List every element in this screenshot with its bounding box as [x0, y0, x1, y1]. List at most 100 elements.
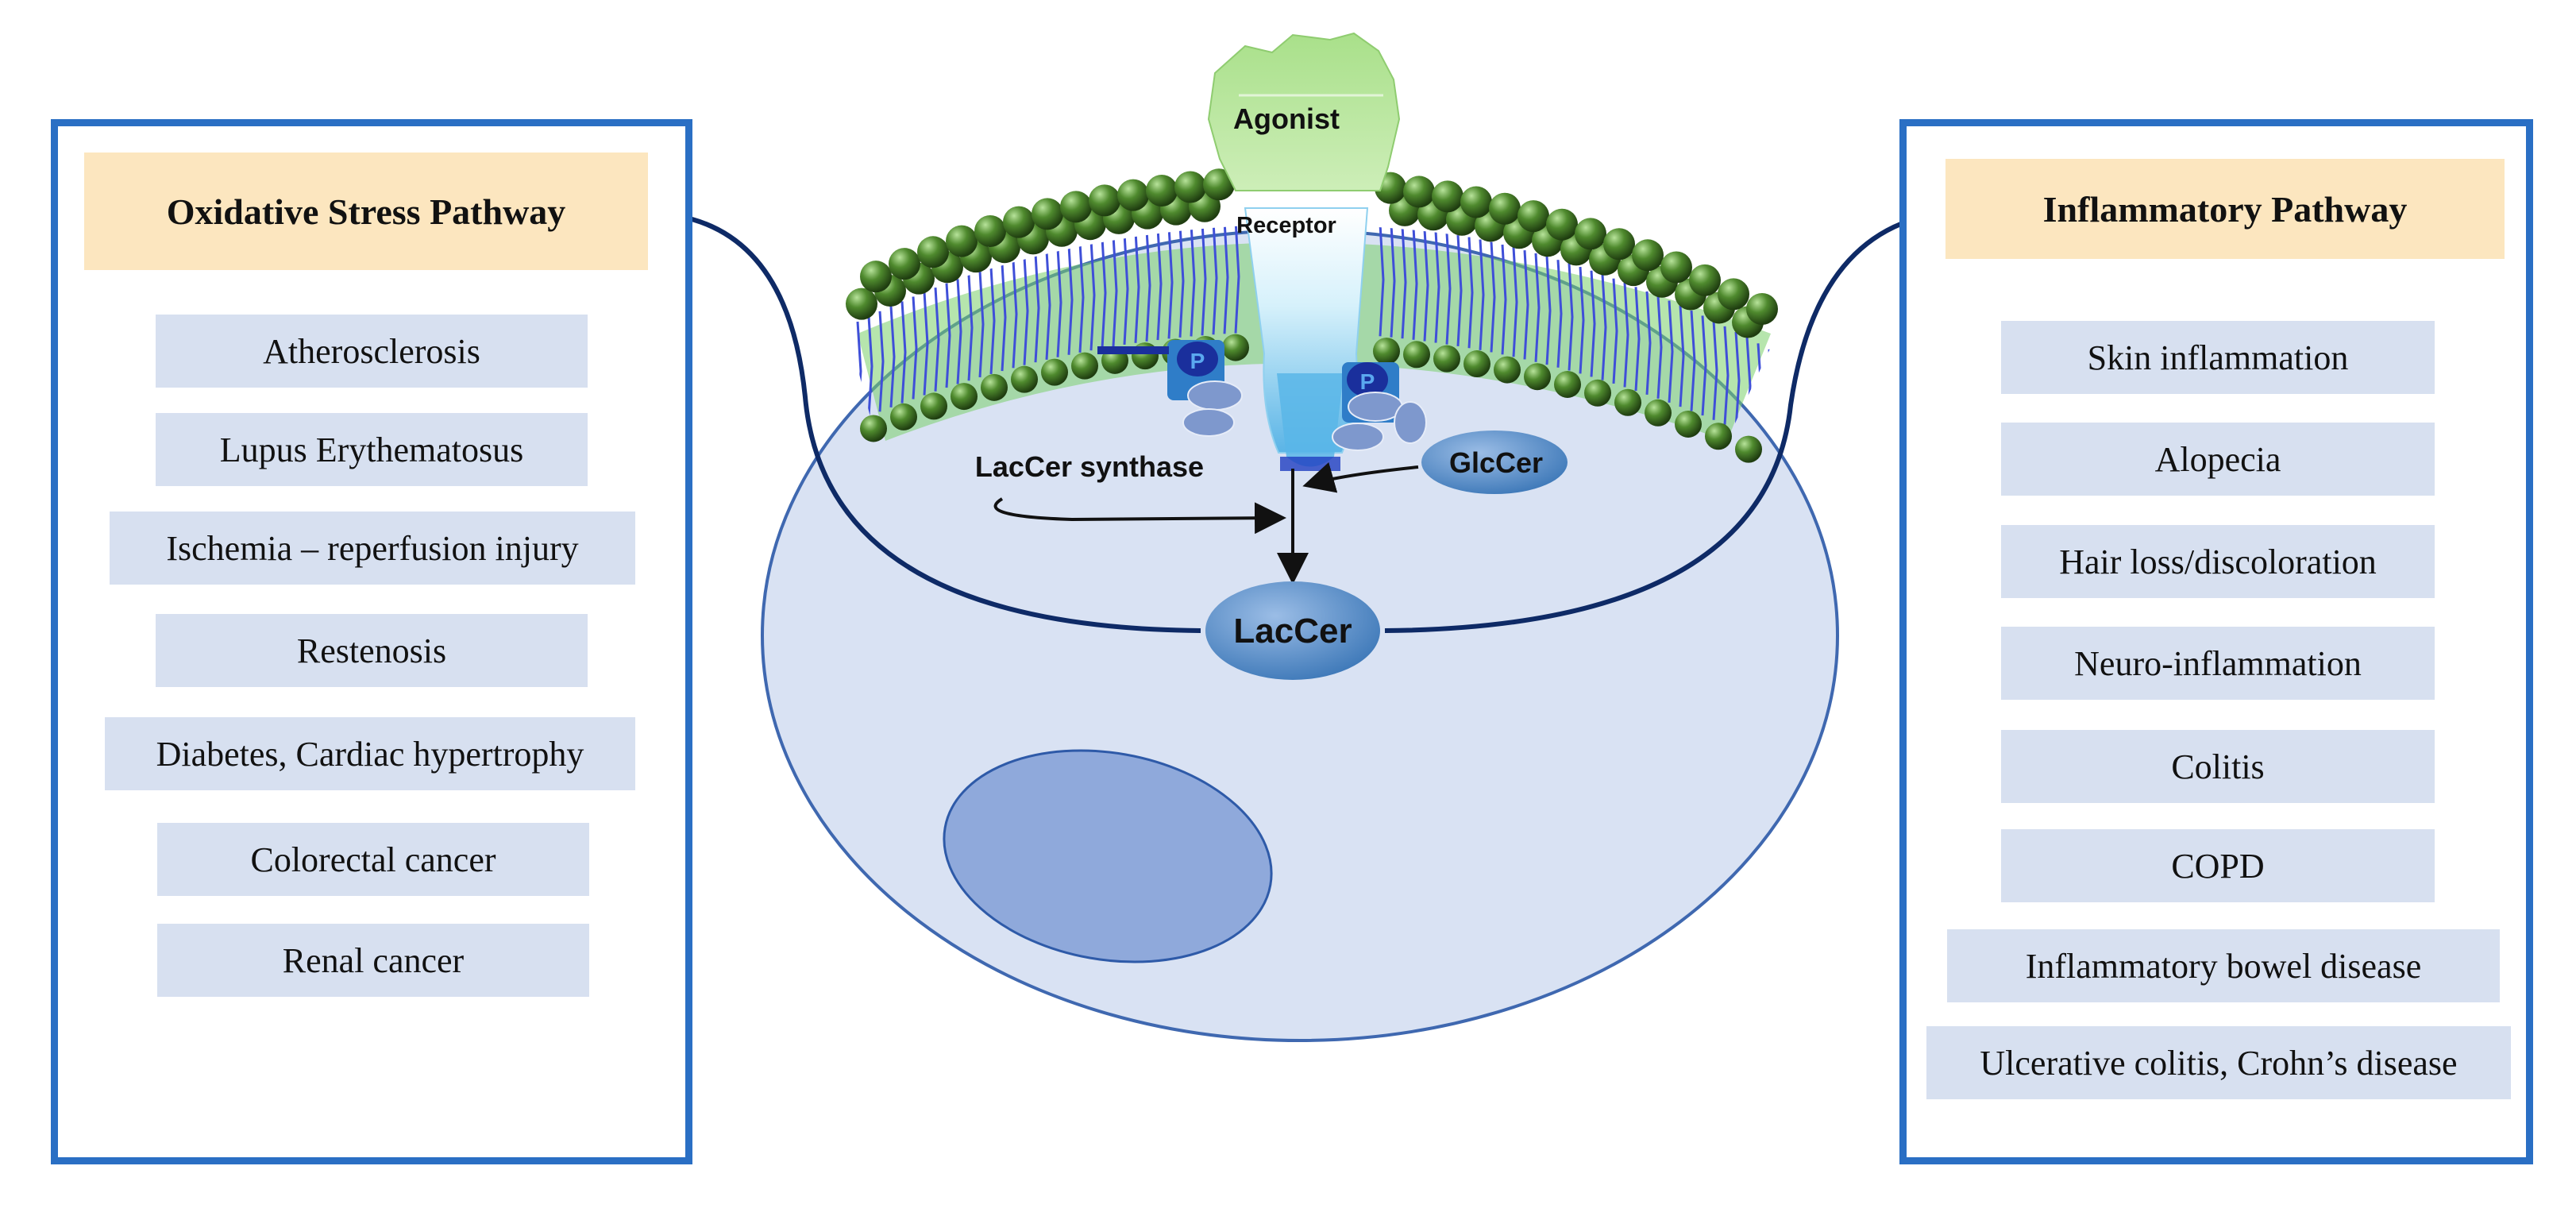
lipid-tail [1145, 229, 1151, 342]
lipid-head [1146, 174, 1178, 207]
agonist [1207, 32, 1401, 191]
disease-inflammatory-bowel-disease: Inflammatory bowel disease [1947, 929, 2500, 1002]
lipid-head [860, 415, 887, 442]
lipid-tail [900, 301, 907, 403]
lipid-tail [1178, 224, 1185, 338]
receptor-label: Receptor [1236, 213, 1336, 238]
lipid-head [890, 403, 917, 430]
lipid-head [946, 225, 978, 257]
lipid-tail [1490, 241, 1496, 353]
lipid-head [1494, 356, 1521, 384]
inflammatory-title: Inflammatory Pathway [1945, 159, 2505, 259]
lipid-tail [1568, 263, 1574, 371]
lipid-head [974, 215, 1006, 248]
lipid-tail [1645, 291, 1652, 395]
lipid-tail [1579, 266, 1585, 374]
lipid-head [1660, 251, 1692, 284]
disease-lupus-erythematosus: Lupus Erythematosus [156, 413, 588, 486]
disease-diabetes-cardiac-hypertrophy: Diabetes, Cardiac hypertrophy [105, 717, 635, 790]
lipid-tail [1479, 239, 1485, 350]
lipid-head [1689, 264, 1721, 296]
lipid-head [1718, 278, 1749, 311]
lipid-tail [1201, 224, 1207, 336]
lipid-head [1032, 198, 1063, 230]
lipid-tail [1045, 250, 1051, 360]
lipid-tail [1656, 295, 1663, 399]
lipid-tail [1634, 287, 1641, 392]
disease-skin-inflammation: Skin inflammation [2001, 321, 2435, 394]
lipid-tail [1668, 300, 1674, 403]
lipid-tail [967, 275, 974, 381]
lipid-tail [1445, 233, 1452, 345]
lipid-tail [1556, 260, 1563, 368]
lipid-head [951, 383, 978, 411]
synthase-to-laccer-arrow [993, 497, 1286, 535]
lipid-tail [1078, 242, 1085, 353]
lipid-tail [1712, 320, 1718, 420]
disease-neuro-inflammation: Neuro-inflammation [2001, 627, 2435, 700]
disease-colorectal-cancer: Colorectal cancer [157, 823, 589, 896]
laccer-node [1205, 581, 1380, 680]
phospho-left-label: P [1190, 349, 1205, 373]
lipid-head [917, 236, 949, 268]
lipid-tail [945, 283, 951, 388]
nucleus [943, 749, 1273, 963]
laccer-to-inflammatory-arrow [1384, 187, 1977, 633]
glccer-label: GlcCer [1449, 446, 1543, 479]
lipid-tail [1401, 226, 1407, 339]
agonist-label: Agonist [1233, 102, 1340, 135]
lipid-tail [1156, 227, 1163, 341]
lipid-tail [1134, 231, 1140, 343]
lipid-head [1603, 228, 1635, 261]
lipid-head [1546, 208, 1578, 241]
lipid-head [1705, 423, 1732, 450]
lipid-head [1584, 379, 1611, 407]
lipid-head [1403, 176, 1435, 208]
lipid-tail [956, 279, 962, 384]
lipid-head [1675, 410, 1702, 438]
lipid-head [1041, 358, 1068, 386]
lipid-head [1011, 365, 1038, 393]
lipid-head [1060, 191, 1092, 223]
kinase-left: P [1097, 340, 1243, 437]
kinase-right: P [1332, 362, 1427, 451]
lipid-head [1433, 345, 1460, 373]
lipid-tail [978, 271, 985, 378]
lipid-head [1746, 292, 1778, 325]
lipid-tail [1512, 247, 1518, 357]
lipid-tail [1534, 253, 1541, 362]
laccer-synthase-label: LacCer synthase [975, 450, 1204, 483]
lipid-head [1614, 388, 1641, 416]
lipid-tail [1523, 250, 1529, 360]
lipid-head [1524, 363, 1551, 391]
lipid-tail [1612, 278, 1618, 384]
lipid-head [860, 261, 892, 293]
lipid-tail [1067, 245, 1074, 355]
lipid-tail [889, 306, 896, 407]
lipid-tail [1545, 256, 1552, 365]
laccer-label: LacCer [1233, 612, 1352, 651]
lipid-tail [1723, 326, 1730, 425]
disease-hair-loss-discoloration: Hair loss/discoloration [2001, 525, 2435, 598]
lipid-head [1222, 334, 1249, 361]
lipid-tail [1590, 270, 1596, 377]
lipid-head [1575, 218, 1606, 250]
lipid-head [1373, 338, 1400, 365]
lipid-tail [1423, 229, 1429, 342]
lipid-tail [1112, 235, 1118, 347]
receptor [1244, 207, 1369, 471]
lipid-tail [1379, 224, 1385, 337]
disease-renal-cancer: Renal cancer [157, 924, 589, 997]
lipid-head [1645, 399, 1672, 427]
lipid-tail [1412, 227, 1418, 340]
lipid-tail [1623, 282, 1629, 388]
glccer-to-laccer-arrow [1302, 461, 1419, 493]
lipid-tail [1123, 233, 1129, 346]
lipid-head [1071, 352, 1098, 380]
oxidative-stress-title: Oxidative Stress Pathway [84, 152, 648, 270]
lipid-tail [1034, 253, 1040, 363]
lipid-tail [1690, 310, 1696, 411]
lipid-head [1203, 168, 1235, 201]
lipid-head [1554, 370, 1581, 398]
